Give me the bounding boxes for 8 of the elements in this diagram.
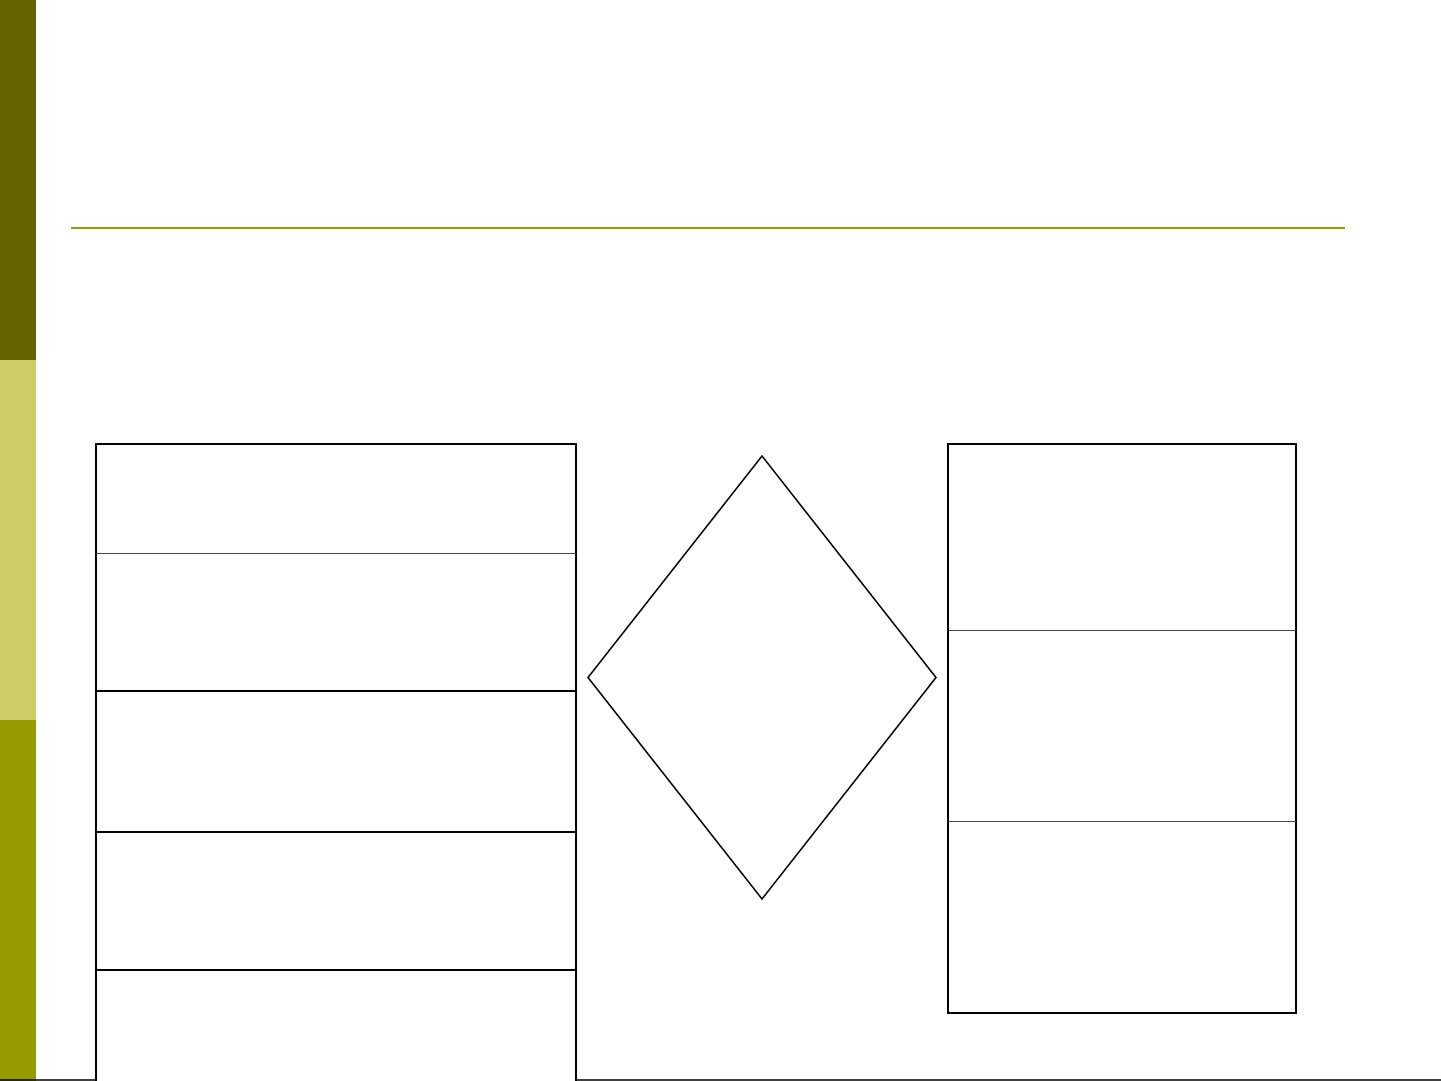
blank-box — [95, 969, 577, 1081]
blank-box — [95, 553, 577, 691]
blank-box — [947, 630, 1297, 822]
blank-box — [947, 443, 1297, 631]
blank-box — [95, 690, 577, 832]
blank-box — [947, 821, 1297, 1014]
blank-box — [95, 831, 577, 970]
blank-box — [95, 443, 577, 554]
